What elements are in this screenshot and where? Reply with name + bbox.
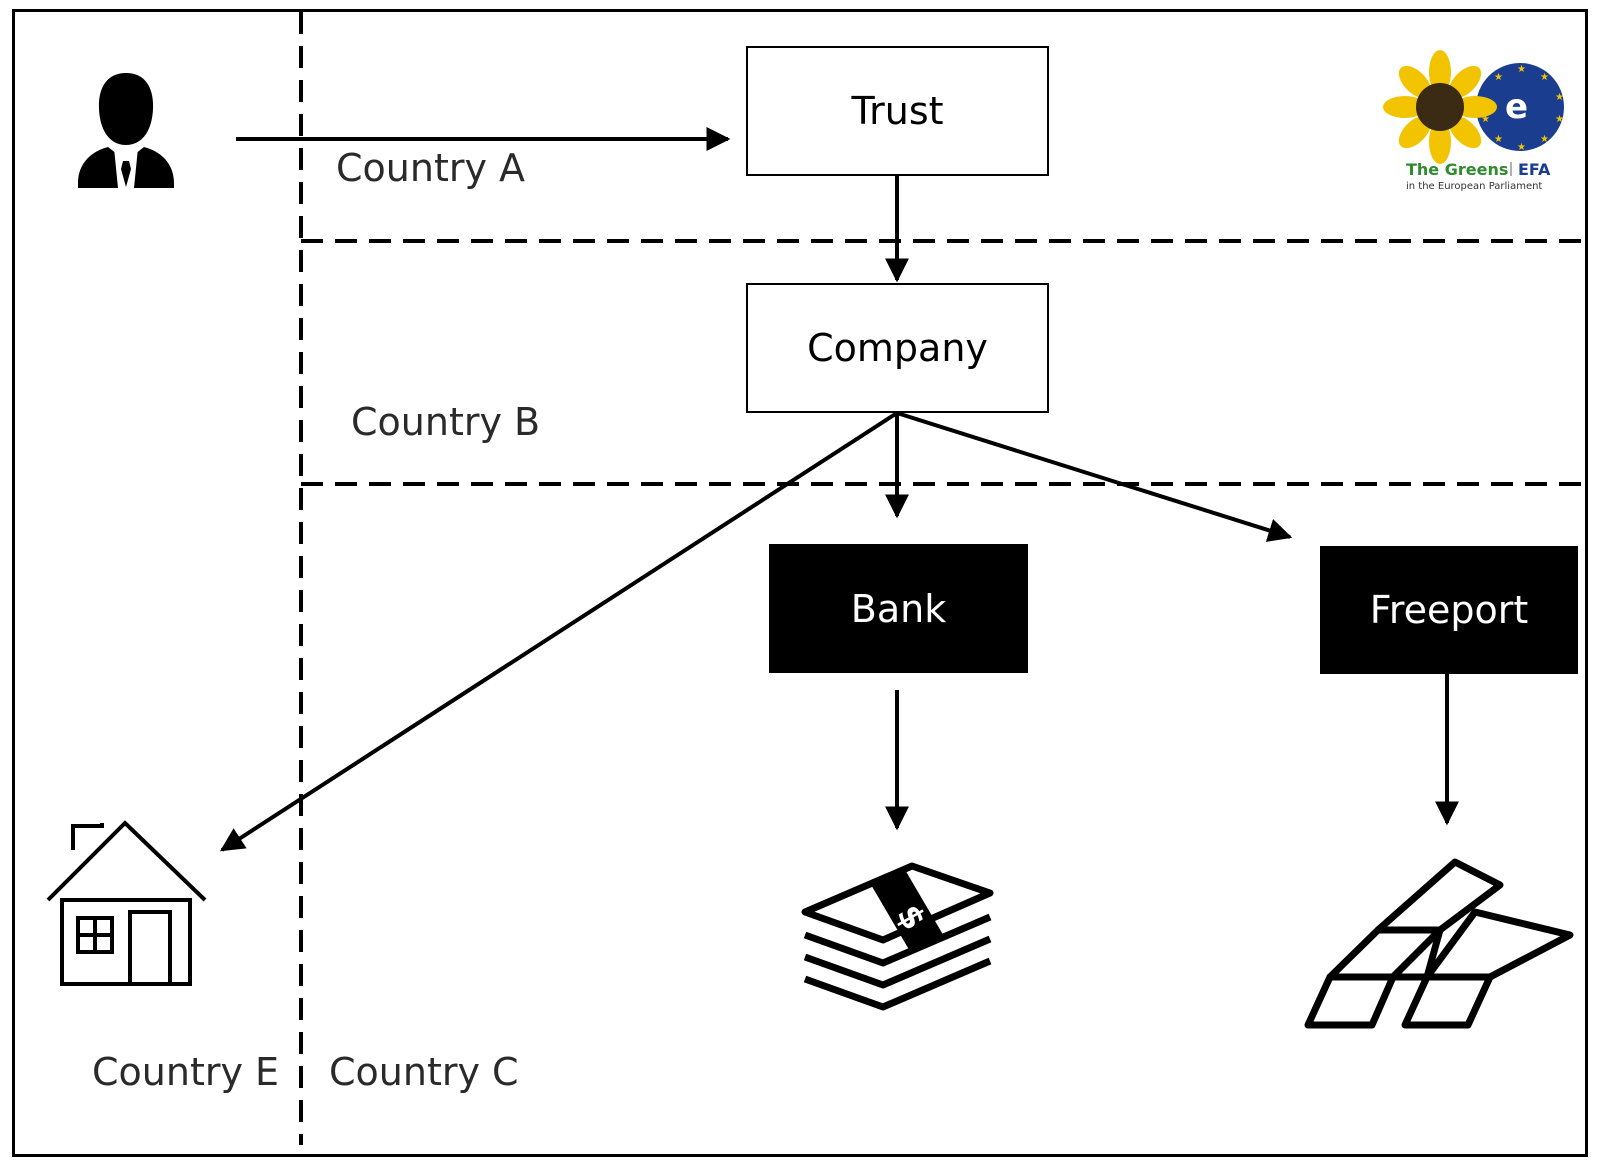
gold-bars-icon <box>1304 858 1574 1029</box>
svg-text:★: ★ <box>1517 142 1526 153</box>
diagram-frame <box>12 9 1588 1157</box>
company-node: Company <box>746 283 1049 413</box>
arrow-company-to-freeport <box>896 411 1293 542</box>
svg-text:★: ★ <box>1517 64 1526 75</box>
svg-text:e: e <box>1505 87 1528 127</box>
person-icon <box>78 73 174 188</box>
svg-text:★: ★ <box>1540 72 1549 83</box>
country-b-label: Country B <box>351 400 541 444</box>
trust-node: Trust <box>746 46 1049 176</box>
svg-text:★: ★ <box>1555 92 1564 103</box>
country-e-label: Country E <box>92 1050 280 1094</box>
arrow-company-to-house <box>219 411 899 852</box>
logo-subtitle: in the European Parliament <box>1406 181 1542 192</box>
svg-text:★: ★ <box>1540 134 1549 145</box>
svg-text:★: ★ <box>1555 114 1564 125</box>
greens-efa-logo: ★ ★ ★ ★ ★ ★ ★ ★ ★ e The Greens <box>1383 50 1564 192</box>
logo-name: The Greens <box>1406 160 1508 179</box>
logo-group: EFA <box>1518 160 1551 179</box>
svg-text:★: ★ <box>1481 114 1490 125</box>
sunflower-icon <box>1383 50 1497 164</box>
freeport-node: Freeport <box>1320 546 1578 674</box>
bank-node: Bank <box>769 544 1028 673</box>
svg-text:★: ★ <box>1494 134 1503 145</box>
svg-text:★: ★ <box>1494 72 1503 83</box>
country-c-label: Country C <box>329 1050 519 1094</box>
house-icon <box>46 820 207 986</box>
country-a-label: Country A <box>336 146 526 190</box>
cash-icon: $ <box>801 862 994 1011</box>
